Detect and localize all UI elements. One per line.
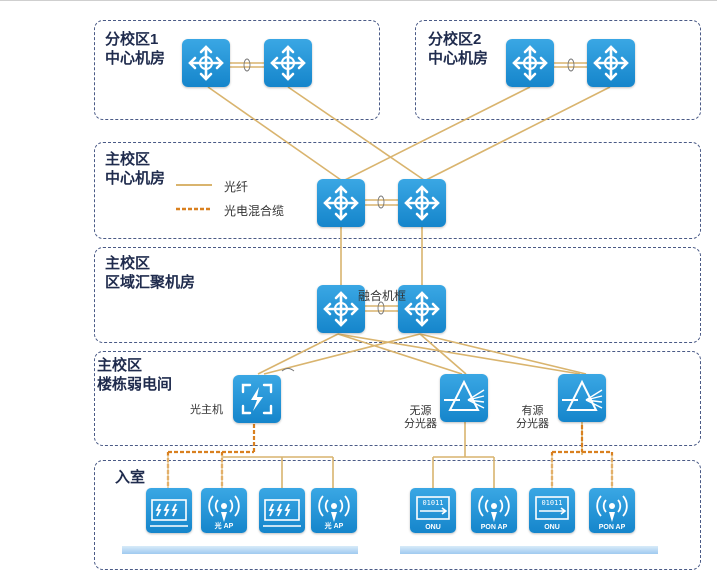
pon-ap-tag: PON AP bbox=[598, 524, 626, 531]
onu-icon[interactable]: 01011 ONU bbox=[410, 488, 456, 533]
router-icon[interactable] bbox=[264, 39, 312, 87]
pon-ap-icon[interactable]: PON AP bbox=[471, 488, 517, 533]
optical-host-label: 光主机 bbox=[190, 404, 223, 416]
zone-indoor-title: 入室 bbox=[115, 469, 146, 486]
active-splitter-label: 有源 分光器 bbox=[516, 405, 549, 430]
optical-ap-tag: 光 AP bbox=[324, 523, 344, 530]
router-icon[interactable] bbox=[587, 39, 635, 87]
onu-tag: ONU bbox=[425, 524, 441, 531]
router-icon[interactable] bbox=[398, 179, 446, 227]
onu-code-text: 01011 bbox=[541, 499, 562, 507]
optical-host-icon[interactable] bbox=[233, 375, 281, 423]
connection-lines bbox=[166, 58, 614, 488]
onu-code-text: 01011 bbox=[422, 499, 443, 507]
optical-ap-tag: 光 AP bbox=[214, 523, 234, 530]
switch-icon[interactable] bbox=[259, 488, 305, 533]
zone-main-building-room-title: 主校区 楼栋弱电间 bbox=[97, 357, 173, 393]
router-icon[interactable] bbox=[317, 179, 365, 227]
pon-ap-tag: PON AP bbox=[480, 524, 508, 531]
zone-main-center-room bbox=[94, 142, 701, 239]
zone-main-building-room bbox=[94, 351, 701, 446]
zone-main-aggregation-room bbox=[94, 247, 701, 343]
optical-ap-icon[interactable]: 光 AP bbox=[311, 488, 357, 533]
onu-tag: ONU bbox=[544, 524, 560, 531]
splitter-icon[interactable] bbox=[440, 374, 488, 422]
splitter-icon[interactable] bbox=[558, 374, 606, 422]
floor-strip-right bbox=[400, 546, 658, 554]
pon-ap-icon[interactable]: PON AP bbox=[589, 488, 635, 533]
zone-branch-campus-2-title: 分校区2 中心机房 bbox=[428, 31, 489, 67]
zone-main-center-room-title: 主校区 中心机房 bbox=[105, 151, 166, 187]
router-icon[interactable] bbox=[182, 39, 230, 87]
router-icon[interactable] bbox=[506, 39, 554, 87]
legend-hybrid-cable-label: 光电混合缆 bbox=[224, 204, 285, 218]
router-icon[interactable] bbox=[317, 285, 365, 333]
floor-strip-left bbox=[122, 546, 358, 554]
zone-branch-campus-1 bbox=[94, 20, 380, 120]
optical-ap-icon[interactable]: 光 AP bbox=[201, 488, 247, 533]
window-top-border bbox=[0, 0, 717, 1]
passive-splitter-label: 无源 分光器 bbox=[404, 405, 437, 430]
switch-icon[interactable] bbox=[146, 488, 192, 533]
legend-fiber-label: 光纤 bbox=[224, 180, 249, 194]
zone-main-aggregation-room-title: 主校区 区域汇聚机房 bbox=[105, 255, 196, 291]
router-icon[interactable] bbox=[398, 285, 446, 333]
fusion-frame-label: 融合机框 bbox=[358, 289, 407, 303]
zone-branch-campus-2 bbox=[415, 20, 701, 120]
onu-icon[interactable]: 01011 ONU bbox=[529, 488, 575, 533]
zone-branch-campus-1-title: 分校区1 中心机房 bbox=[105, 31, 166, 67]
